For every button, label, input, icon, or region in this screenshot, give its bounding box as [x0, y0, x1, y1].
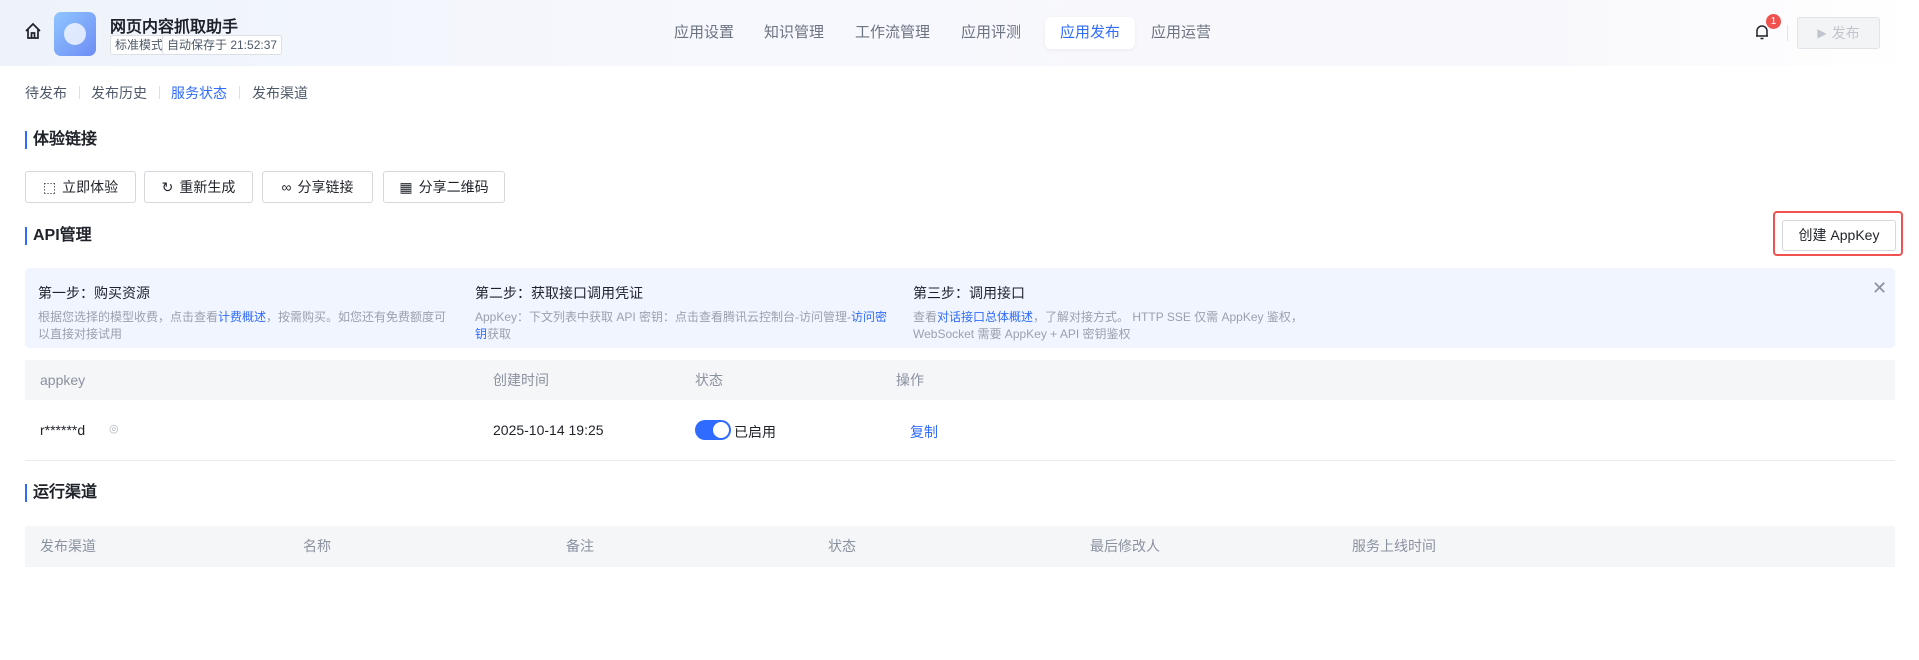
qrcode-icon: ▦ [399, 178, 413, 195]
regenerate-button[interactable]: ↻ 重新生成 [144, 171, 253, 203]
divider [159, 86, 160, 99]
subtab-history[interactable]: 发布历史 [91, 85, 147, 101]
close-icon[interactable]: ✕ [1872, 278, 1888, 298]
tab-evaluation[interactable]: 应用评测 [961, 24, 1022, 41]
try-now-button[interactable]: ⬚ 立即体验 [25, 171, 136, 203]
divider [239, 86, 240, 99]
pricing-link[interactable]: 计费概述 [218, 310, 267, 324]
eye-off-icon[interactable]: ◎ [109, 423, 119, 435]
column-header: 创建时间 [493, 372, 549, 388]
tab-workflow[interactable]: 工作流管理 [855, 24, 931, 41]
column-header: 状态 [695, 372, 723, 388]
send-icon: ▶ [1817, 26, 1827, 40]
step-text: 根据您选择的模型收费，点击查看 [38, 310, 219, 324]
column-header: 最后修改人 [1090, 538, 1160, 554]
appkey-value: r******d [40, 422, 86, 438]
step-title: 第一步：购买资源 [38, 285, 150, 301]
step-title: 第三步：调用接口 [913, 285, 1025, 301]
column-header: 备注 [566, 538, 594, 554]
tab-knowledge[interactable]: 知识管理 [764, 24, 825, 41]
step-1: 第一步：购买资源根据您选择的模型收费，点击查看计费概述，按需购买。如您还有免费额… [38, 283, 458, 343]
divider [79, 86, 80, 99]
section-title-api: API管理 [25, 227, 92, 245]
share-link-button[interactable]: ∞ 分享链接 [262, 171, 373, 203]
tab-operations[interactable]: 应用运营 [1151, 24, 1212, 41]
subtab-pending[interactable]: 待发布 [25, 85, 67, 101]
step-text: ，了解对接方式。 HTTP SSE 仅需 AppKey 鉴权，WebSocket… [913, 310, 1303, 341]
api-guide-panel [25, 268, 1895, 348]
button-label: 立即体验 [62, 179, 119, 195]
divider [1787, 25, 1788, 41]
step-2: 第二步：获取接口调用凭证 AppKey：下文列表中获取 API 密钥：点击查看腾讯… [475, 283, 895, 343]
column-header: 操作 [896, 372, 924, 388]
access-key-link[interactable]: 访问密钥 [475, 310, 888, 341]
column-header: appkey [40, 372, 86, 388]
link-icon: ∞ [281, 179, 292, 195]
home-icon[interactable] [24, 22, 42, 40]
subtab-channels[interactable]: 发布渠道 [252, 85, 308, 101]
refresh-icon: ↻ [161, 178, 174, 195]
api-overview-link[interactable]: 对话接口总体概述 [937, 310, 1034, 324]
button-label: 分享二维码 [418, 179, 489, 195]
step-text: 获取 [487, 327, 512, 341]
share-qrcode-button[interactable]: ▦ 分享二维码 [383, 171, 505, 203]
created-time: 2025-10-14 19:25 [493, 422, 604, 438]
create-appkey-button[interactable]: 创建 AppKey [1782, 220, 1896, 251]
highlight-box [1773, 211, 1903, 256]
section-title-experience: 体验链接 [25, 131, 97, 149]
column-header: 服务上线时间 [1352, 538, 1436, 554]
tab-publish[interactable]: 应用发布 [1045, 17, 1136, 49]
channels-table-header: 发布渠道 名称 备注 状态 最后修改人 服务上线时间 [25, 526, 1895, 567]
step-text: AppKey：下文列表中获取 API 密钥：点击查看腾讯云控制台-访问管理- [475, 310, 852, 324]
step-text: ，按需购买。如您还有免费额度可以直接对接试用 [38, 310, 447, 341]
bell-icon[interactable] [1754, 23, 1770, 44]
app-logo [54, 12, 96, 56]
tab-app-settings[interactable]: 应用设置 [674, 24, 735, 41]
autosave-status: 自动保存于 21:52:37 [162, 35, 283, 55]
app-title: 网页内容抓取助手 [110, 19, 239, 36]
appkey-table-header: appkey 创建时间 状态 操作 [25, 360, 1895, 400]
copy-link[interactable]: 复制 [910, 424, 938, 440]
step-3: 第三步：调用接口查看对话接口总体概述，了解对接方式。 HTTP SSE 仅需 A… [913, 283, 1333, 343]
section-title-channels: 运行渠道 [25, 484, 97, 502]
status-toggle[interactable] [695, 420, 731, 440]
publish-label: 发布 [1831, 25, 1860, 41]
mode-tag: 标准模式 [110, 35, 169, 55]
publish-button[interactable]: ▶ 发布 [1797, 17, 1880, 49]
notification-badge: 1 [1766, 14, 1781, 29]
subtab-service-status[interactable]: 服务状态 [171, 85, 227, 101]
button-label: 分享链接 [297, 179, 354, 195]
top-header [0, 0, 1919, 66]
step-text: 查看 [913, 310, 938, 324]
column-header: 发布渠道 [40, 538, 96, 554]
step-title: 第二步：获取接口调用凭证 [475, 285, 643, 301]
table-row: r******d ◎ 2025-10-14 19:25 已启用 复制 [25, 400, 1895, 461]
column-header: 名称 [303, 538, 331, 554]
button-label: 重新生成 [179, 179, 236, 195]
status-label: 已启用 [734, 424, 776, 440]
column-header: 状态 [828, 538, 856, 554]
cursor-icon: ⬚ [42, 178, 57, 195]
